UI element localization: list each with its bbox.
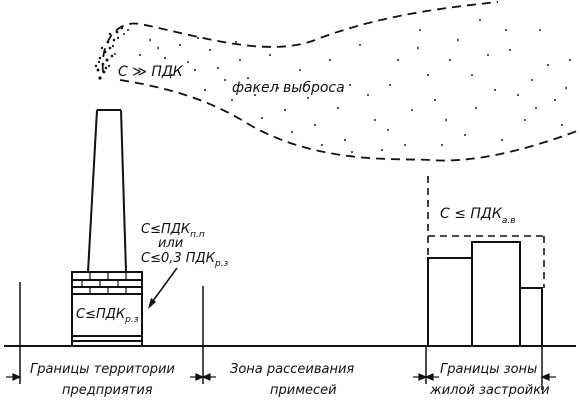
plume-dense-core bbox=[94, 26, 129, 80]
enterprise-zone-label-line1: Границы территории bbox=[30, 362, 175, 377]
workzone-label-background bbox=[74, 298, 140, 334]
criteria-line-1-subscript: п.п bbox=[190, 230, 205, 240]
residential-zone-frame bbox=[427, 176, 545, 288]
source-concentration-label: C ≫ ПДК bbox=[118, 64, 184, 80]
workzone-label-subscript: р.з bbox=[124, 315, 139, 325]
plume-lower-boundary bbox=[119, 79, 580, 162]
criteria-line-1: C≤ПДКп.п bbox=[141, 222, 205, 240]
enterprise-zone-label-line2: предприятия bbox=[62, 383, 153, 398]
residential-limit-label: C ≤ ПДКа.в bbox=[440, 206, 516, 226]
criteria-pointer-arrow bbox=[148, 267, 178, 309]
dispersion-zone-label-line1: Зона рассеивания bbox=[230, 362, 354, 377]
criteria-line-3-subscript: р.з bbox=[214, 259, 229, 269]
residential-limit-text: C ≤ ПДК bbox=[440, 206, 503, 222]
zone-dimension-arrows bbox=[6, 373, 556, 381]
workzone-label: C≤ПДКр.з bbox=[76, 307, 139, 325]
residential-buildings bbox=[427, 241, 543, 347]
plume-label: факел выброса bbox=[232, 80, 345, 96]
workzone-label-text: C≤ПДК bbox=[76, 307, 126, 322]
residential-limit-subscript: а.в bbox=[502, 216, 516, 226]
criteria-line-1-text: C≤ПДК bbox=[141, 222, 191, 237]
zone-boundary-lines bbox=[19, 282, 543, 390]
residential-zone-label-line1: Границы зоны bbox=[440, 362, 537, 377]
plume-upper-boundary bbox=[101, 1, 499, 73]
residential-zone-label-line2: жилой застройки bbox=[429, 383, 550, 398]
plume-scattered-particles bbox=[139, 19, 571, 153]
criteria-line-2: или bbox=[158, 236, 183, 251]
chimney bbox=[87, 109, 127, 273]
enterprise-building bbox=[71, 271, 143, 347]
dispersion-zone-label-line2: примесей bbox=[270, 383, 337, 398]
criteria-line-3-text: C≤0,3 ПДК bbox=[141, 251, 216, 266]
criteria-line-3: C≤0,3 ПДКр.з bbox=[141, 251, 229, 269]
